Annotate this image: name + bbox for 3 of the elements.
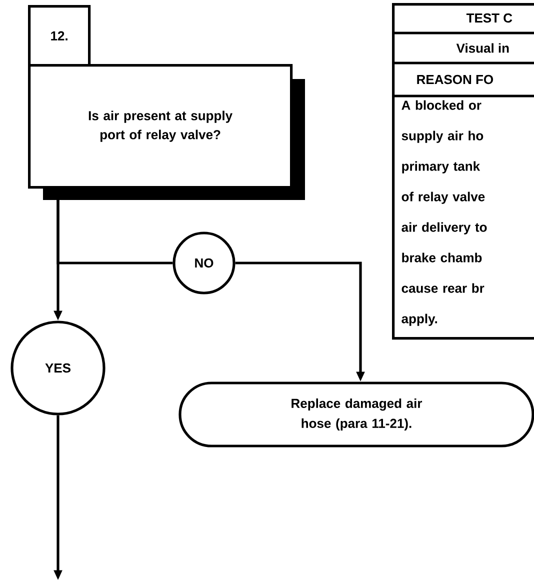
question-box: Is air present at supply port of relay valve? <box>28 64 305 200</box>
action-box: Replace damaged air hose (para 11-21). <box>178 382 534 448</box>
reason-table: TEST C Visual in REASON FO A blocked or supply air ho primary tank of relay valve air delivery to brake chamb cause rear br apply. <box>392 3 534 340</box>
